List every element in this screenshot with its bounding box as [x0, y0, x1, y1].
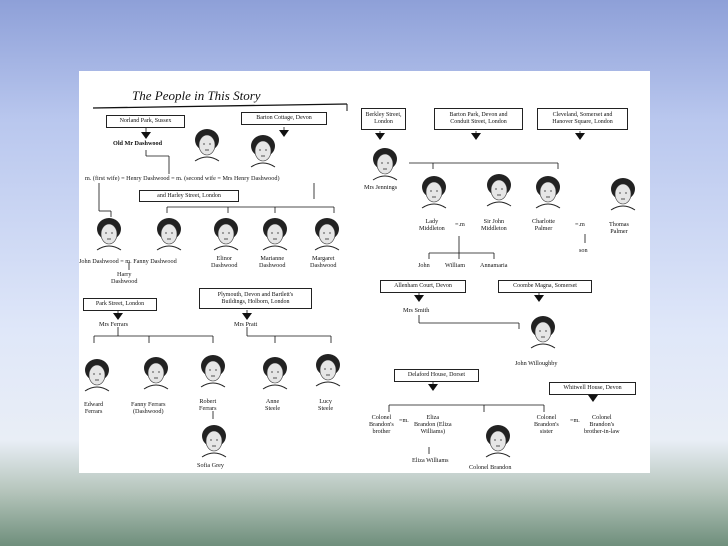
- portrait-marianne: [262, 218, 288, 251]
- place-harley: and Harley Street, London: [139, 190, 239, 202]
- barton-park-arrow: [471, 133, 481, 140]
- person-eliza-williams: Eliza Williams: [412, 457, 449, 464]
- person-annamaria: Annamaria: [480, 262, 508, 269]
- family-tree-slide: The People in This Story Norland Park, S…: [79, 71, 650, 473]
- portrait-fanny-ferrars: [143, 357, 169, 390]
- barton-cottage-arrow: [279, 130, 289, 137]
- portrait-margaret: [314, 218, 340, 251]
- delaford-arrow: [428, 384, 438, 391]
- place-norland: Norland Park, Sussex: [106, 115, 185, 128]
- person-john-middleton: John: [418, 262, 430, 269]
- portrait-thomas: [610, 178, 636, 211]
- title-underline: [92, 103, 348, 109]
- place-coombe: Coombe Magna, Somerset: [498, 280, 592, 293]
- coombe-arrow: [534, 295, 544, 302]
- person-mrs-ferrars: Mrs Ferrars: [99, 321, 129, 328]
- henry-dashwood-line: m. (first wife) = Henry Dashwood = m. (s…: [85, 175, 280, 182]
- portrait-sofia: [201, 425, 227, 458]
- park-street-arrow: [113, 313, 123, 320]
- portrait-elinor: [213, 218, 239, 251]
- marriage-middleton: =.m: [455, 221, 465, 228]
- place-allenham: Allenham Court, Devon: [380, 280, 466, 293]
- place-berkley: Berkley Street,London: [361, 108, 406, 130]
- person-sofia: Sofia Grey: [197, 462, 224, 469]
- person-old-mr-dashwood: Old Mr Dashwood: [113, 140, 163, 147]
- portrait-mrs-jennings: [372, 148, 398, 181]
- portrait-fanny-dashwood: [156, 218, 182, 251]
- portrait-lucy: [315, 354, 341, 387]
- plymouth-arrow: [242, 313, 252, 320]
- portrait-willoughby: [530, 316, 556, 349]
- portrait-mrs-henry-dashwood: [250, 135, 276, 168]
- whitwell-arrow: [588, 395, 598, 402]
- place-delaford: Delaford House, Dorset: [394, 369, 479, 382]
- cleveland-arrow: [575, 133, 585, 140]
- person-john-fanny: John Dashwood = m. Fanny Dashwood: [79, 258, 177, 265]
- marriage-eliza: =m.: [399, 417, 409, 424]
- berkley-arrow: [375, 133, 385, 140]
- place-whitwell: Whitwell House, Devon: [549, 382, 636, 395]
- allenham-arrow: [414, 295, 424, 302]
- place-barton-cottage: Barton Cottage, Devon: [241, 112, 327, 125]
- portrait-edward: [84, 359, 110, 392]
- portrait-sir-john: [486, 174, 512, 207]
- tree-lines: [84, 103, 636, 458]
- person-mrs-pratt: Mrs Pratt: [234, 321, 258, 328]
- portrait-lady-middleton: [421, 176, 447, 209]
- person-mrs-smith: Mrs Smith: [403, 307, 430, 314]
- portrait-robert: [200, 355, 226, 388]
- marriage-brother-in-law: =m.: [570, 417, 580, 424]
- portrait-anne: [262, 357, 288, 390]
- portrait-old-mr-dashwood: [194, 129, 220, 162]
- portrait-colonel-brandon: [485, 425, 511, 458]
- page-title: The People in This Story: [132, 88, 261, 103]
- norland-arrow: [141, 132, 151, 139]
- place-park-street: Park Street, London: [83, 298, 157, 311]
- portrait-charlotte: [535, 176, 561, 209]
- marriage-palmer: =.m: [575, 221, 585, 228]
- person-fanny-ferrars: Fanny Ferrars(Dashwood): [131, 401, 166, 415]
- portrait-john-dashwood: [96, 218, 122, 251]
- person-son: son: [579, 247, 588, 254]
- person-colonel-brandon: Colonel Brandon: [469, 464, 512, 471]
- person-mrs-jennings: Mrs Jennings: [364, 184, 398, 191]
- person-william: William: [445, 262, 466, 269]
- person-willoughby: John Willoughby: [515, 360, 558, 367]
